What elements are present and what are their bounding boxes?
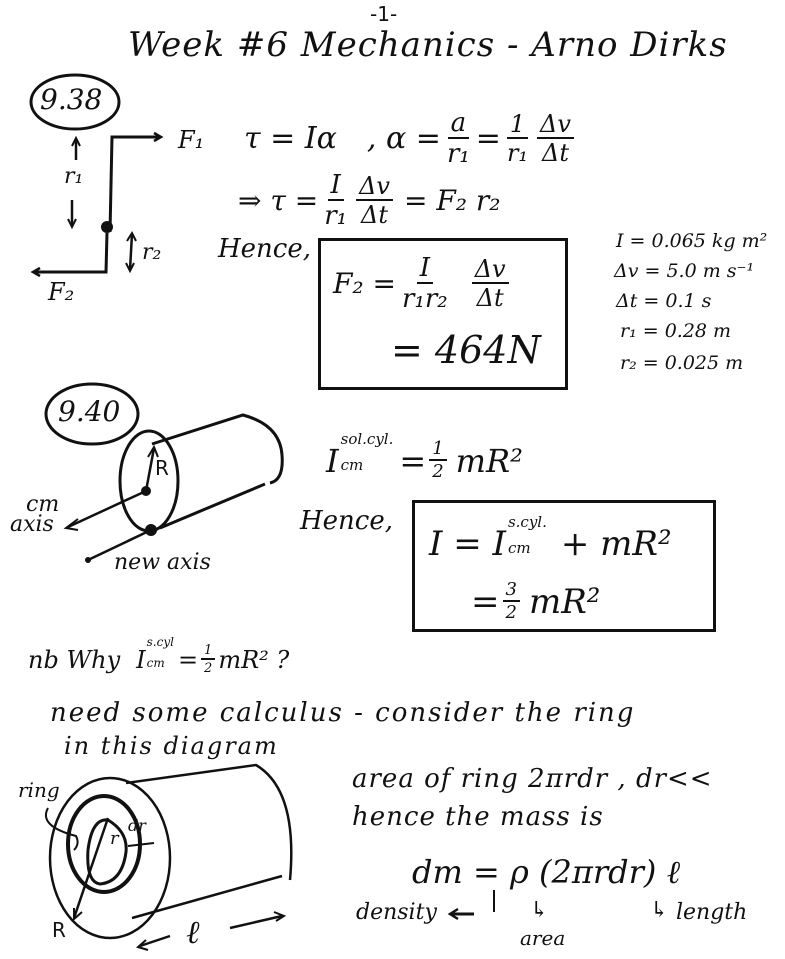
nb-why-note: nb Why I s.cyl cm = 1 2 mR² ? [28,635,290,676]
result-formula: F₂ = I r₁r₂ Δv Δt [333,255,512,312]
eq1-frac-1-r1: 1 r₁ [506,110,529,167]
radius-r1-label: r₁ [64,164,84,189]
r-label: r [110,828,119,849]
length-label: ℓ [186,913,200,951]
result-box-parallel-axis: I = I s.cyl. cm + mR² = 3 2 mR² [412,500,716,632]
R-label: R [52,918,66,942]
page-number: -1- [370,2,398,26]
parallel-axis-result: = 3 2 mR² [471,579,601,623]
eq1-frac-a-r1: a r₁ [446,108,470,169]
calculus-line-1: need some calculus - consider the ring [50,698,636,728]
given-delta-t: Δt = 0.1 s [616,290,712,312]
force-f2-label: F₂ [48,278,75,306]
eq1-frac-dv-dt: Δv Δt [537,112,574,165]
eq1-equals: = [475,120,501,156]
force-f1-label: F₁ [178,126,205,154]
calculus-line-2: in this diagram [64,732,279,760]
lever-diagram [30,131,164,278]
inertia-symbol: I [326,441,339,480]
area-arrow: ↳ [530,898,549,923]
density-annotation: density [356,900,437,925]
eq2-frac-i-r1: I r₁ [324,170,348,231]
cm-axis-label-2: axis [10,512,54,537]
result-lhs: F₂ = [333,266,397,300]
hence-mass-text: hence the mass is [352,802,604,832]
page-title: Week #6 Mechanics - Arno Dirks [128,25,728,65]
length-annotation: length [676,900,748,925]
result-frac-i-r1r2: I r₁r₂ [402,253,448,314]
given-delta-v: Δv = 5.0 m s⁻¹ [614,260,755,282]
problem-label: 9.40 [58,395,121,428]
given-r1: r₁ = 0.28 m [620,320,732,342]
given-inertia: I = 0.065 kg m² [616,230,768,252]
problem-label: 9.38 [40,83,103,116]
parallel-axis-formula: I = I s.cyl. cm + mR² [429,513,672,564]
equation-torque-alpha: τ = Iα , α = a r₁ = 1 r₁ Δv Δt [244,110,577,167]
hence-label: Hence, [218,234,312,264]
radius-label: R [155,456,169,480]
eq2-prefix: ⇒ τ = [238,183,319,217]
sup-sub: sol.cyl. cm [340,429,394,474]
eq2-frac-dv-dt: Δv Δt [356,174,393,227]
eq1-alpha-def: , α = [366,120,441,156]
result-box-f2: F₂ = I r₁r₂ Δv Δt = 464N [318,238,568,390]
result-frac-dv-dt: Δv Δt [471,257,509,310]
dm-equation: dm = ρ (2πrdr) ℓ [412,853,680,891]
cylinder-diagram [63,413,284,563]
eq1-left: τ = Iα [244,120,337,156]
problem-label-circle [29,73,121,131]
problem-label-circle-940 [44,382,140,446]
area-annotation: area [520,926,566,950]
eq2-suffix: = F₂ r₂ [403,183,501,217]
result-value: = 464N [391,328,541,372]
length-arrow: ↳ [650,898,669,923]
hence-label-940: Hence, [300,506,394,536]
radius-r2-label: r₂ [142,240,162,265]
dr-label: dr [128,816,146,835]
frac-half: 1 2 [429,440,447,481]
equation-solid-cylinder: I sol.cyl. cm = 1 2 mR² [326,429,523,482]
ring-cylinder-diagram [45,763,293,951]
cm-axis-label-1: cm [26,492,60,517]
equation-torque-result: ⇒ τ = I r₁ Δv Δt = F₂ r₂ [238,172,501,229]
given-r2: r₂ = 0.025 m [620,352,744,374]
new-axis-label: new axis [114,550,211,575]
area-of-ring-text: area of ring 2πrdr , dr<< [352,764,713,794]
ring-label: ring [18,778,60,802]
